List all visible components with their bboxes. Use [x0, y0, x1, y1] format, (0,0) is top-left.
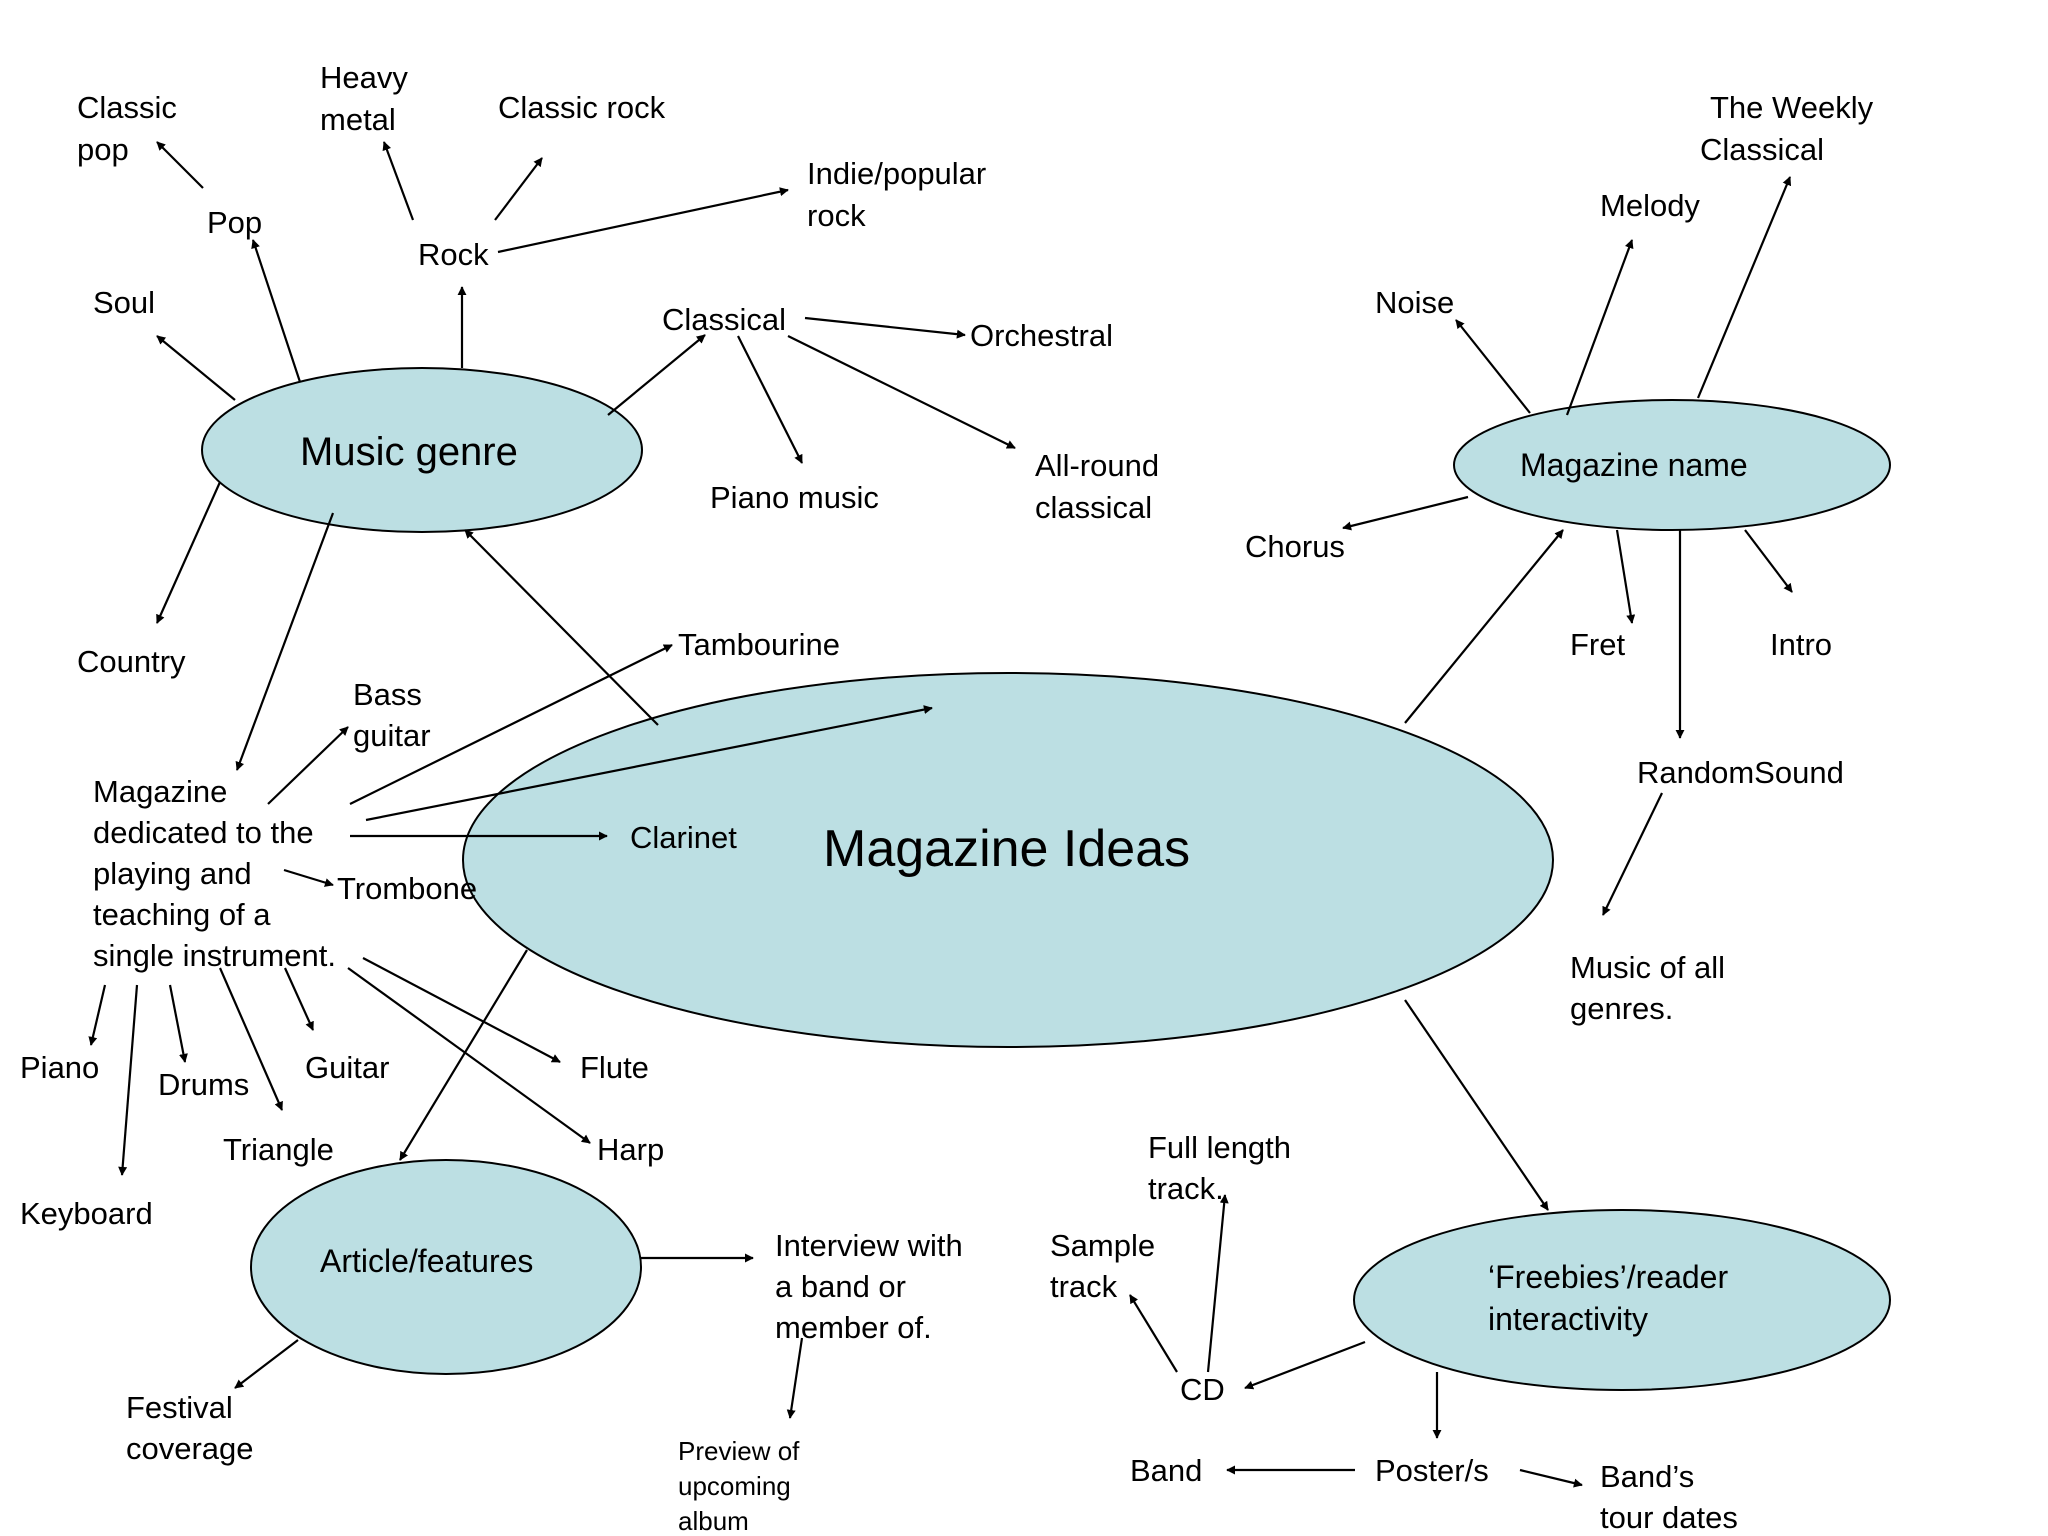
edge-genre-to-country — [155, 481, 222, 624]
edge-name-to-fret — [1615, 529, 1636, 624]
node-pop: Pop — [207, 205, 262, 240]
edge-rock-to-classic-rock — [494, 157, 543, 221]
node-country: Country — [77, 644, 186, 679]
node-classic-pop: Classic pop — [77, 90, 186, 167]
freebies-bubble — [1353, 1209, 1891, 1391]
node-noise: Noise — [1375, 285, 1454, 320]
node-weekly-classical: The Weekly Classical — [1700, 90, 1882, 167]
node-tambourine: Tambourine — [678, 627, 840, 662]
node-harp: Harp — [597, 1132, 664, 1167]
edge-name-to-noise — [1455, 319, 1531, 414]
edge-genre-to-instrument-mag — [235, 512, 335, 771]
node-rock: Rock — [418, 237, 489, 272]
edge-mag-to-piano — [88, 984, 107, 1046]
articles-label: Article/features — [320, 1243, 533, 1279]
edge-mag-to-drums — [168, 984, 188, 1063]
edge-random-to-all-genres — [1602, 792, 1663, 916]
node-flute: Flute — [580, 1050, 649, 1085]
edge-classical-to-orchestral — [804, 316, 966, 339]
node-random-sound: RandomSound — [1637, 755, 1844, 790]
node-classical: Classical — [662, 302, 786, 337]
node-preview: Preview of upcoming album — [678, 1436, 807, 1536]
edges — [88, 141, 1793, 1488]
freebies-label: ‘Freebies’/reader interactivity — [1488, 1259, 1737, 1337]
node-intro: Intro — [1770, 627, 1832, 662]
node-orchestral: Orchestral — [970, 318, 1113, 353]
edge-mag-to-keyboard — [118, 984, 139, 1176]
node-guitar: Guitar — [305, 1050, 389, 1085]
center-bubble — [462, 672, 1554, 1048]
articles-bubble — [250, 1159, 642, 1375]
node-fret: Fret — [1570, 627, 1626, 662]
edge-cd-to-sample — [1129, 1294, 1178, 1373]
magazine-name-label: Magazine name — [1520, 447, 1748, 483]
edge-name-to-chorus — [1342, 495, 1469, 531]
node-full-length-track: Full length track. — [1148, 1130, 1300, 1206]
edge-mag-to-center — [365, 705, 933, 822]
edge-center-to-music-genre — [464, 529, 659, 726]
edge-classical-to-all-round — [787, 335, 1016, 449]
edge-name-to-melody — [1565, 239, 1634, 416]
magazine-name-bubble — [1453, 399, 1891, 531]
edge-genre-to-soul — [156, 335, 236, 401]
edge-classical-to-piano-music — [737, 335, 803, 464]
edge-mag-to-flute — [362, 957, 561, 1063]
edge-name-to-intro — [1744, 529, 1793, 593]
node-chorus: Chorus — [1245, 529, 1345, 564]
edge-freebies-to-cd — [1244, 1340, 1366, 1390]
edge-mag-to-guitar — [283, 967, 315, 1031]
music-genre-bubble — [201, 367, 643, 533]
node-tour-dates: Band’s tour dates — [1600, 1459, 1738, 1535]
node-piano: Piano — [20, 1050, 99, 1085]
edge-center-to-freebies — [1404, 999, 1549, 1211]
node-drums: Drums — [158, 1067, 249, 1102]
edge-pop-to-classic-pop — [156, 141, 204, 189]
node-trombone: Trombone — [337, 871, 477, 906]
edge-center-to-articles — [399, 949, 528, 1161]
edge-rock-to-indie — [497, 187, 789, 254]
edge-articles-to-festival — [234, 1339, 299, 1389]
node-clarinet: Clarinet — [630, 820, 737, 855]
edge-interview-to-preview — [786, 1337, 804, 1419]
node-melody: Melody — [1600, 188, 1700, 223]
center-label: Magazine Ideas — [823, 820, 1190, 878]
node-triangle: Triangle — [223, 1132, 334, 1167]
edge-mag-to-bass-guitar — [267, 726, 349, 805]
node-band: Band — [1130, 1453, 1202, 1488]
node-cd: CD — [1180, 1372, 1225, 1407]
edge-mag-to-harp — [347, 967, 591, 1144]
node-soul: Soul — [93, 285, 155, 320]
edge-mag-to-trombone — [283, 868, 334, 887]
edge-name-to-weekly-classical — [1696, 176, 1792, 399]
edge-cd-to-full-length — [1206, 1194, 1229, 1373]
node-classic-rock: Classic rock — [498, 90, 666, 125]
edge-posters-to-tour-dates — [1519, 1468, 1583, 1488]
edge-genre-to-classical — [607, 334, 706, 416]
edge-center-to-magazine-name — [1404, 529, 1564, 724]
node-bass-guitar: Bass guitar — [353, 677, 431, 753]
music-genre-label: Music genre — [300, 430, 518, 474]
node-festival: Festival coverage — [126, 1390, 254, 1466]
edge-mag-to-tambourine — [349, 644, 673, 805]
edge-mag-to-triangle — [218, 967, 284, 1111]
node-all-round-classical: All-round classical — [1035, 448, 1168, 525]
node-keyboard: Keyboard — [20, 1196, 153, 1231]
edge-genre-to-pop — [251, 239, 302, 383]
node-sample-track: Sample track — [1050, 1228, 1164, 1304]
node-indie-rock: Indie/popular rock — [807, 156, 995, 233]
node-interview: Interview with a band or member of. — [775, 1228, 971, 1345]
node-heavy-metal: Heavy metal — [320, 60, 417, 137]
node-instrument-magazine: Magazine dedicated to the playing and te… — [93, 774, 336, 973]
node-music-all-genres: Music of all genres. — [1570, 950, 1734, 1026]
edge-rock-to-heavy-metal — [382, 141, 415, 221]
node-posters: Poster/s — [1375, 1453, 1489, 1488]
node-piano-music: Piano music — [710, 480, 879, 515]
